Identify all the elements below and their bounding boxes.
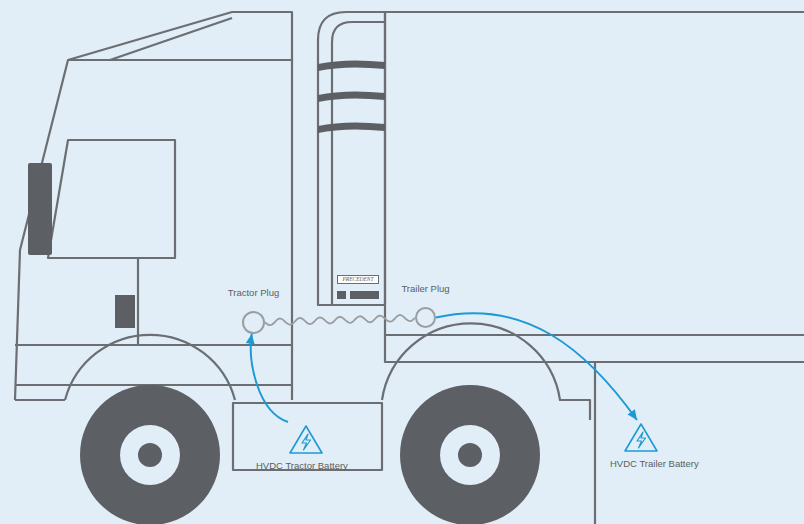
trailer-outline (385, 334, 804, 336)
warning-triangle (290, 426, 322, 453)
connector (265, 315, 415, 325)
reefer-unit (318, 12, 385, 305)
connector (436, 313, 637, 420)
reefer-grille (318, 122, 385, 133)
warning-icon (623, 422, 659, 454)
reefer-grille (318, 60, 385, 71)
cab-line (15, 344, 292, 346)
brand-logo: PRECEDENT (337, 275, 379, 284)
wheel-rim (440, 425, 500, 485)
plug-circle: Tractor Plug (242, 311, 265, 334)
bumper-line (15, 399, 65, 401)
cab-outline (15, 12, 292, 400)
plug-label: Tractor Plug (228, 287, 279, 298)
cab-line (68, 59, 292, 61)
battery-node: HVDC Trailer Battery (603, 420, 723, 472)
battery-label: HVDC Tractor Battery (256, 460, 348, 471)
connector (246, 334, 288, 422)
reefer-panel (350, 291, 379, 299)
warning-icon (288, 424, 324, 456)
wheel-hub (138, 443, 162, 467)
trailer-outline (385, 12, 804, 362)
lightning-bolt (302, 434, 311, 450)
wheel-rim (120, 425, 180, 485)
battery-box (233, 403, 382, 470)
reefer-grille (318, 91, 385, 102)
plug-label: Trailer Plug (401, 283, 449, 294)
warning-triangle (625, 424, 657, 451)
lightning-bolt (637, 432, 646, 448)
battery-box (595, 362, 804, 524)
battery-label: HVDC Trailer Battery (610, 458, 699, 469)
wheel (400, 385, 540, 524)
trailer-outline (385, 11, 804, 13)
wheel (80, 385, 220, 524)
door-handle (115, 295, 135, 328)
arrow-line (436, 313, 637, 420)
door-line (137, 258, 139, 345)
arrow-head (628, 409, 637, 420)
mirror (28, 163, 52, 255)
arrow-head (246, 334, 255, 345)
plug-circle: Trailer Plug (415, 307, 436, 328)
cable-line (265, 315, 415, 325)
cab-roof-line (110, 18, 232, 60)
wheel-hub (458, 443, 482, 467)
reefer-panel (337, 291, 346, 299)
arrow-line (251, 334, 288, 422)
battery-node: HVDC Tractor Battery (240, 422, 372, 472)
cab-window (48, 140, 175, 258)
